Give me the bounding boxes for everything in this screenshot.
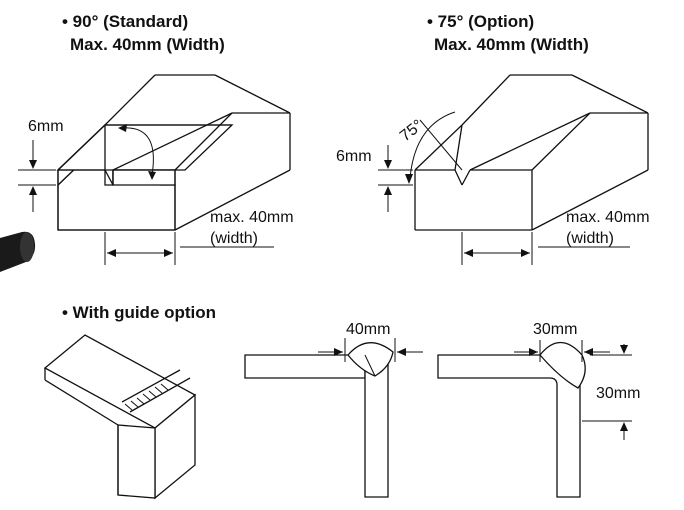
option-angle-label: 75° bbox=[397, 117, 427, 145]
standard-width-label-line2: (width) bbox=[210, 230, 258, 247]
guide-section-30mm: 30mm 30mm bbox=[437, 321, 640, 498]
option-block-drawing: 75° bbox=[397, 74, 649, 231]
option-section: • 75° (Option) Max. 40mm (Width) 75° bbox=[336, 12, 650, 265]
standard-depth-dimension: 6mm bbox=[18, 118, 64, 212]
guide-heading: • With guide option bbox=[62, 303, 216, 322]
guide-corner-drawing bbox=[43, 334, 197, 500]
option-depth-dimension: 6mm bbox=[336, 145, 413, 212]
standard-depth-label: 6mm bbox=[28, 118, 64, 135]
standard-section: • 90° (Standard) Max. 40mm (Width) bbox=[18, 12, 294, 265]
tool-handle-fragment bbox=[0, 231, 36, 272]
standard-width-dimension: max. 40mm (width) bbox=[104, 209, 294, 265]
guide-dim-30mm-side: 30mm bbox=[596, 385, 640, 402]
option-depth-label: 6mm bbox=[336, 148, 372, 165]
weld-bead bbox=[121, 369, 191, 413]
guide-dim-30mm-top: 30mm bbox=[533, 321, 577, 338]
standard-block-drawing bbox=[56, 74, 291, 231]
guide-section-40mm: 40mm bbox=[244, 321, 423, 498]
option-heading-line1: • 75° (Option) bbox=[427, 12, 534, 31]
standard-heading-line2: Max. 40mm (Width) bbox=[70, 35, 225, 54]
guide-section: • With guide option bbox=[43, 303, 640, 500]
standard-width-label-line1: max. 40mm bbox=[210, 209, 294, 226]
option-heading-line2: Max. 40mm (Width) bbox=[434, 35, 589, 54]
option-width-dimension: max. 40mm (width) bbox=[461, 209, 650, 265]
option-width-label-line2: (width) bbox=[566, 230, 614, 247]
guide-dim-40mm: 40mm bbox=[346, 321, 390, 338]
standard-heading-line1: • 90° (Standard) bbox=[62, 12, 188, 31]
option-width-label-line1: max. 40mm bbox=[566, 209, 650, 226]
